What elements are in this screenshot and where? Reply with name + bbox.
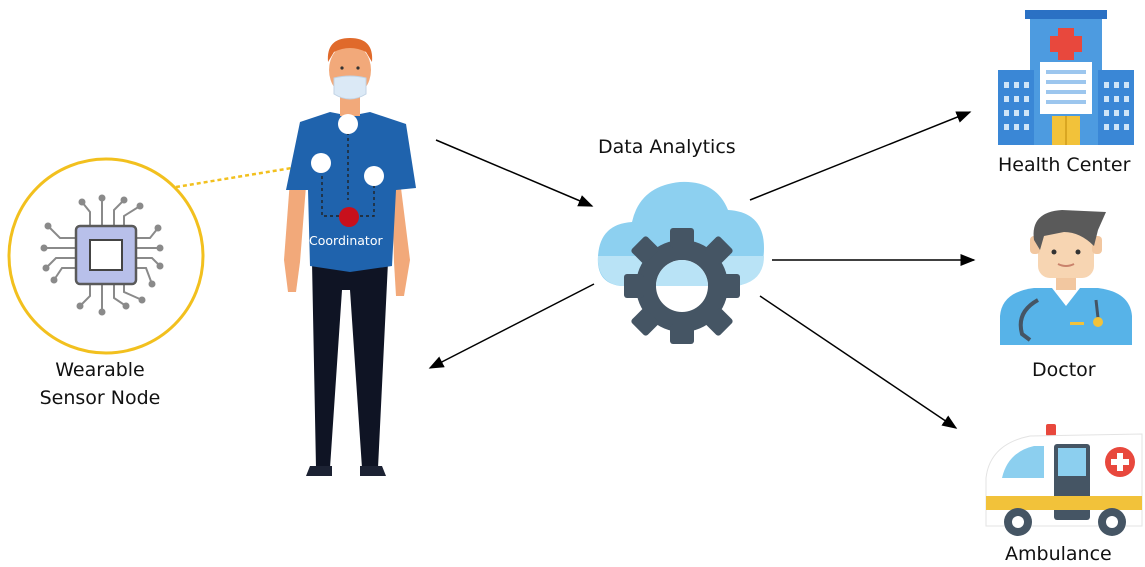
coordinator-node (339, 207, 359, 227)
health-center-label: Health Center (998, 154, 1131, 176)
sensor-label-line2: Sensor Node (39, 387, 161, 409)
ambulance-label: Ambulance (1005, 543, 1112, 565)
sensor-node-label: Wearable Sensor Node (20, 356, 180, 412)
data-analytics-label: Data Analytics (598, 136, 736, 158)
arrow-cloud-to-person (428, 283, 595, 369)
ambulance-icon (985, 424, 1143, 536)
coordinator-label: Coordinator (309, 233, 383, 248)
cloud-gear-icon (597, 181, 764, 344)
flow-arrows (428, 111, 976, 429)
doctor-label: Doctor (1032, 359, 1096, 381)
chip-icon (44, 198, 161, 312)
arrow-cloud-to-health (749, 111, 972, 201)
arrow-cloud-to-ambulance (759, 295, 958, 429)
doctor-icon (1000, 210, 1132, 345)
sensor-link (175, 162, 317, 189)
person-figure (284, 38, 416, 476)
hospital-icon (998, 10, 1134, 145)
sensor-node (7, 157, 205, 355)
sensor-label-line1: Wearable (55, 359, 145, 381)
arrow-person-to-cloud (435, 139, 594, 207)
